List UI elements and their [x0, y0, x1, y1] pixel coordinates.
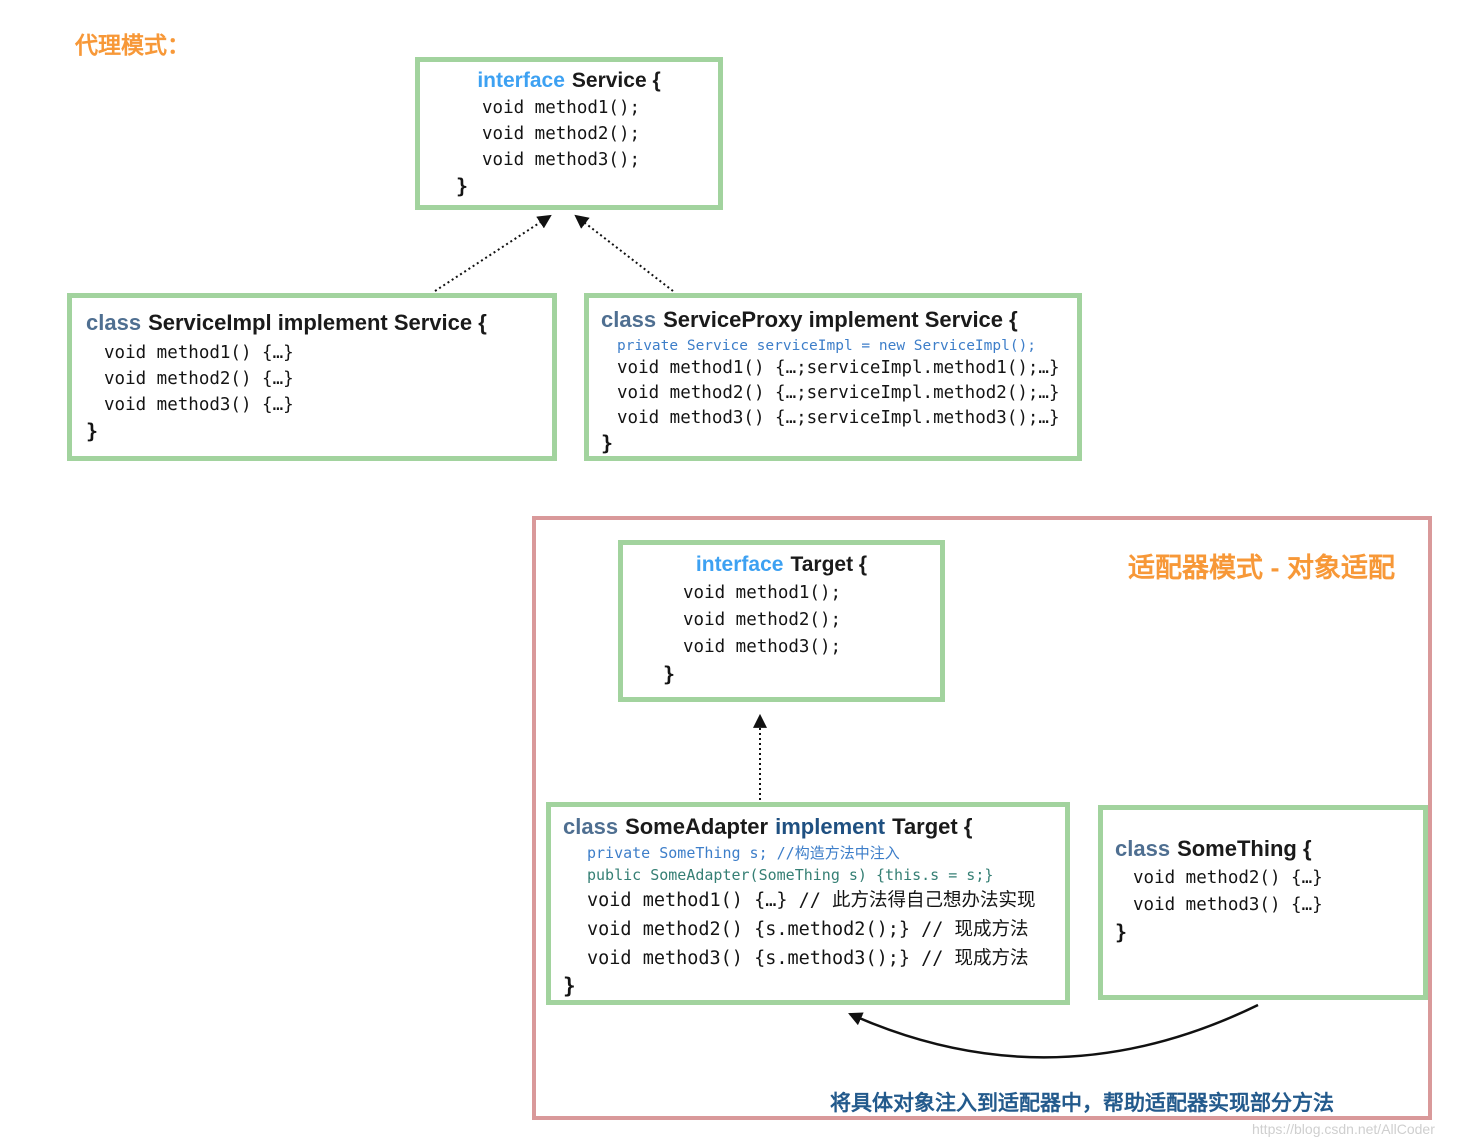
service-interface-name: Service { — [571, 69, 661, 92]
code-line: void method1() {…} // 此方法得自己想办法实现 — [587, 890, 1036, 911]
code-line: void method2() {…} — [1133, 868, 1323, 888]
closing-brace: } — [456, 174, 469, 198]
closing-brace: } — [1115, 920, 1128, 944]
interface-keyword: interface — [477, 69, 565, 92]
inheritance-arrow-serviceproxy-icon — [574, 214, 674, 292]
code-line: void method2(); — [683, 610, 842, 630]
some-adapter-name: SomeAdapter — [625, 814, 769, 839]
target-interface-header: interface Target { — [623, 553, 940, 577]
proxy-pattern-title: 代理模式： — [75, 32, 190, 58]
code-line: void method3(); — [482, 150, 641, 170]
class-keyword: class — [1115, 836, 1171, 861]
class-keyword: class — [86, 310, 142, 335]
closing-brace: } — [86, 419, 99, 443]
code-line-field: private Service serviceImpl = new Servic… — [617, 338, 1037, 354]
service-interface-header: interface Service { — [420, 69, 718, 93]
adapter-pattern-title: 适配器模式 - 对象适配 — [1128, 553, 1395, 583]
some-adapter-target-name: Target { — [892, 814, 973, 839]
code-line: void method3() {…;serviceImpl.method3();… — [617, 408, 1060, 428]
service-interface-box: interface Service { void method1(); void … — [415, 57, 723, 210]
code-line-field: private SomeThing s; //构造方法中注入 — [587, 844, 900, 862]
adapter-note-text: 将具体对象注入到适配器中，帮助适配器实现部分方法 — [830, 1092, 1334, 1115]
code-line: void method1() {…;serviceImpl.method1();… — [617, 358, 1060, 378]
some-thing-name: SomeThing { — [1177, 836, 1312, 861]
code-line: void method2() {s.method2();} // 现成方法 — [587, 919, 1029, 940]
code-line: void method2() {…;serviceImpl.method2();… — [617, 383, 1060, 403]
target-interface-name: Target { — [790, 553, 868, 576]
code-line: void method2(); — [482, 124, 641, 144]
code-line-constructor: public SomeAdapter(SomeThing s) {this.s … — [587, 866, 994, 884]
implement-keyword: implement — [775, 814, 886, 839]
code-line: void method1(); — [683, 583, 842, 603]
code-line: void method3(); — [683, 637, 842, 657]
service-proxy-name: ServiceProxy implement Service { — [663, 307, 1018, 332]
code-line: void method2() {…} — [104, 369, 294, 389]
code-line: void method1(); — [482, 98, 641, 118]
class-keyword: class — [563, 814, 619, 839]
closing-brace: } — [663, 662, 676, 686]
inheritance-arrow-serviceimpl-icon — [434, 214, 552, 292]
interface-keyword: interface — [695, 553, 784, 576]
target-interface-box: interface Target { void method1(); void m… — [618, 540, 945, 702]
service-impl-name: ServiceImpl implement Service { — [148, 310, 487, 335]
class-keyword: class — [601, 307, 657, 332]
code-line: void method1() {…} — [104, 343, 294, 363]
code-line: void method3() {…} — [104, 395, 294, 415]
adapter-pattern-container — [532, 516, 1432, 1120]
closing-brace: } — [563, 974, 576, 998]
code-line: void method3() {…} — [1133, 895, 1323, 915]
watermark-url: https://blog.csdn.net/AllCoder — [1252, 1121, 1435, 1137]
code-line: void method3() {s.method3();} // 现成方法 — [587, 948, 1029, 969]
closing-brace: } — [601, 431, 614, 455]
